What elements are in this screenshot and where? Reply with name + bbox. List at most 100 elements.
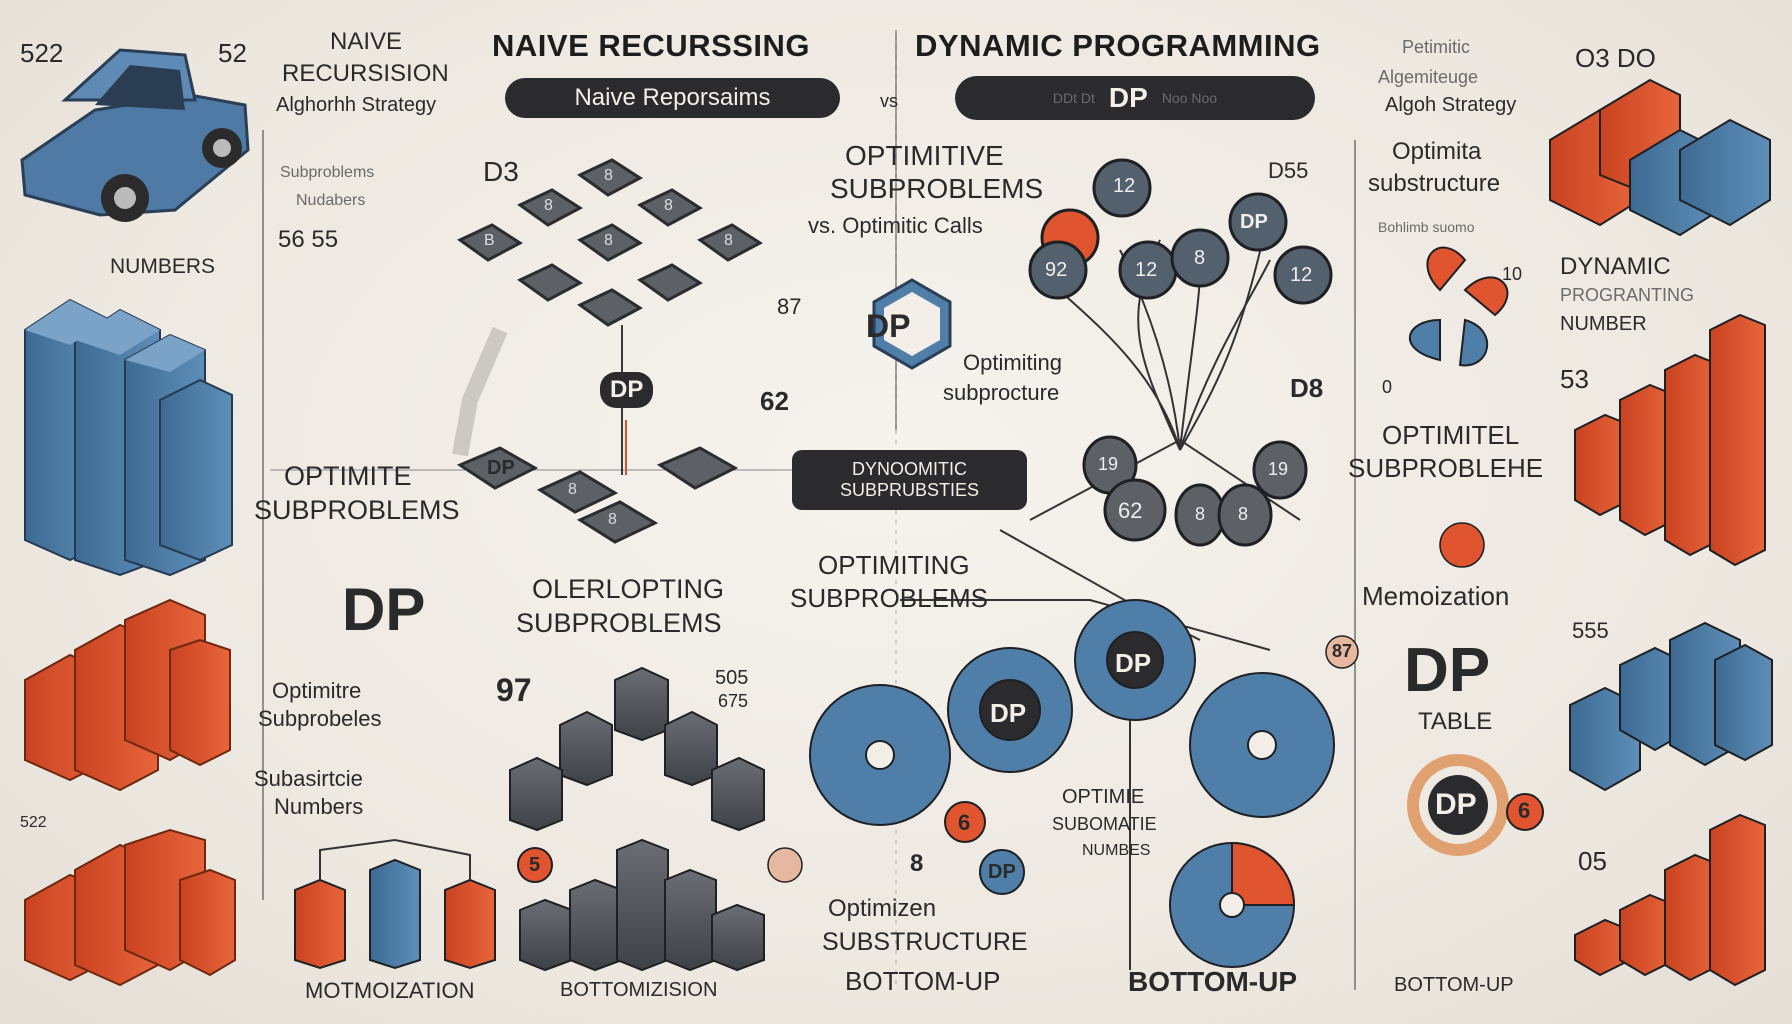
tree-nodes-bottom <box>1082 435 1308 547</box>
num-97: 97 <box>496 672 532 708</box>
optimitre-label: Optimitre <box>272 678 362 703</box>
optimiting-b2: SUBPROBLEMS <box>790 583 988 613</box>
center-grid-top <box>457 158 763 327</box>
right-blue-blocks <box>1569 621 1773 792</box>
dp-table-2: TABLE <box>1418 708 1493 735</box>
left-blue-bars <box>24 298 233 577</box>
sub-label-1: Subproblems <box>280 164 375 181</box>
num-505: 505 <box>715 667 749 689</box>
num-52: 52 <box>218 38 247 68</box>
num-05: 05 <box>1578 846 1607 876</box>
flower-mid <box>947 647 1073 773</box>
block-tree <box>509 666 765 972</box>
grid-cell-2: 8 <box>544 197 553 214</box>
num-5-center: 5 <box>529 854 541 876</box>
right-head-3: Algoh Strategy <box>1385 94 1517 116</box>
recursion-heading: RECURSISION <box>282 60 449 87</box>
bottom-up-right: BOTTOM-UP <box>1394 974 1514 996</box>
optimitel-2: SUBPROBLEHE <box>1348 453 1544 483</box>
tree-node-1: 12 <box>1113 175 1136 197</box>
bottom-up-center: BOTTOM-UP <box>1128 966 1298 997</box>
left-orange-cubes <box>24 598 236 987</box>
flower-top <box>1074 599 1196 721</box>
tree-bottom-1: 19 <box>1098 454 1119 474</box>
naive-heading: NAIVE <box>330 28 403 55</box>
num-522: 522 <box>20 38 64 68</box>
num-87: 87 <box>777 294 802 319</box>
optimiting-1: Optimiting <box>963 350 1063 375</box>
optimitive-2: SUBPROBLEMS <box>830 173 1044 204</box>
num-6-circle <box>944 801 986 843</box>
optimizen-3: BOTTOM-UP <box>845 966 1001 996</box>
subasirtcie-label: Subasirtcie <box>254 766 363 791</box>
right-top-nums: O3 DO <box>1575 43 1656 73</box>
optimite-label: OPTIMITE <box>284 461 412 491</box>
flower-left <box>809 684 951 826</box>
dynamic-1: DYNAMIC <box>1560 253 1671 280</box>
dp-table-1: DP <box>1404 636 1491 705</box>
memo-label-left: MOTMOIZATION <box>305 978 475 1003</box>
car-illustration <box>20 48 250 222</box>
right-top-blocks <box>1549 78 1771 237</box>
num-6-center: 6 <box>958 810 971 835</box>
center-grid-bottom <box>456 446 739 544</box>
strategy-heading: Alghorhh Strategy <box>276 94 437 116</box>
num-522-b: 522 <box>20 814 47 831</box>
dp-hex-label: DP <box>866 308 911 344</box>
numbers-label: NUMBERS <box>110 255 216 278</box>
optimitel-1: OPTIMITEL <box>1382 420 1520 450</box>
tree-bottom-2: 19 <box>1268 459 1289 479</box>
right-head-1: Petimitic <box>1402 37 1471 57</box>
optimiting-b1: OPTIMITING <box>818 550 970 580</box>
dp-grid-label: DP <box>600 372 654 408</box>
optimizen-2: SUBSTRUCTURE <box>822 928 1028 956</box>
d8-label: D8 <box>1290 373 1324 403</box>
tree-node-2: DP <box>1240 211 1268 233</box>
optimitive-1: OPTIMITIVE <box>845 140 1004 171</box>
dp-flower-mid: DP <box>990 698 1027 728</box>
flower-right <box>1189 672 1335 818</box>
memo-bars <box>294 838 496 970</box>
sub-label-2: Nudabers <box>296 192 366 209</box>
optimiting-2: subprocture <box>943 380 1060 405</box>
num-62: 62 <box>760 386 789 416</box>
tree-bottom-5: 8 <box>1238 504 1249 524</box>
dp-circle-small: DP <box>988 861 1016 883</box>
right-orange-bars <box>1574 313 1766 987</box>
grid-cell-8: 8 <box>608 511 617 528</box>
flower-bottom <box>1169 841 1296 968</box>
dp-big-label: DP <box>342 576 426 643</box>
dp-ring-label: DP <box>1435 788 1477 821</box>
num-53: 53 <box>1560 364 1589 394</box>
grid-cell-3: 8 <box>664 197 673 214</box>
subprobeles-label: Subprobeles <box>258 706 382 731</box>
num-8-center: 8 <box>910 850 924 877</box>
grid-cell-5: 8 <box>604 232 613 249</box>
tree-bottom-3: 62 <box>1118 498 1143 523</box>
dp-small-label: DP <box>487 457 515 479</box>
num-675: 675 <box>718 691 749 711</box>
subproblems-label: SUBPROBLEMS <box>254 495 460 525</box>
num-87-right: 87 <box>1332 641 1353 661</box>
num-555: 555 <box>1572 618 1609 643</box>
dynamic-2: PROGRANTING <box>1560 285 1695 305</box>
dp-flower-top: DP <box>1115 648 1152 678</box>
tree-node-5: 8 <box>1194 247 1206 269</box>
title-left: NAIVE RECURSSING <box>492 28 811 63</box>
dp-ring <box>1407 754 1509 856</box>
d55-label: D55 <box>1268 158 1309 183</box>
overlapping-1: OLERLOPTING <box>532 574 725 604</box>
title-right: DYNAMIC PROGRAMMING <box>915 28 1321 63</box>
tree-nodes-top <box>1028 158 1333 305</box>
pill-dp: DDt Dt DP Noo Noo <box>955 76 1315 120</box>
overlapping-2: SUBPROBLEMS <box>516 608 722 638</box>
optimie-1: OPTIMIE <box>1062 786 1145 808</box>
optimita-1: Optimita <box>1392 138 1482 165</box>
num-0: 0 <box>1382 377 1393 397</box>
dynamic-3: NUMBER <box>1560 313 1647 335</box>
tree-bottom-4: 8 <box>1195 504 1206 524</box>
numbers-label-2: Numbers <box>274 794 364 819</box>
memoization-label: Memoization <box>1362 581 1510 611</box>
